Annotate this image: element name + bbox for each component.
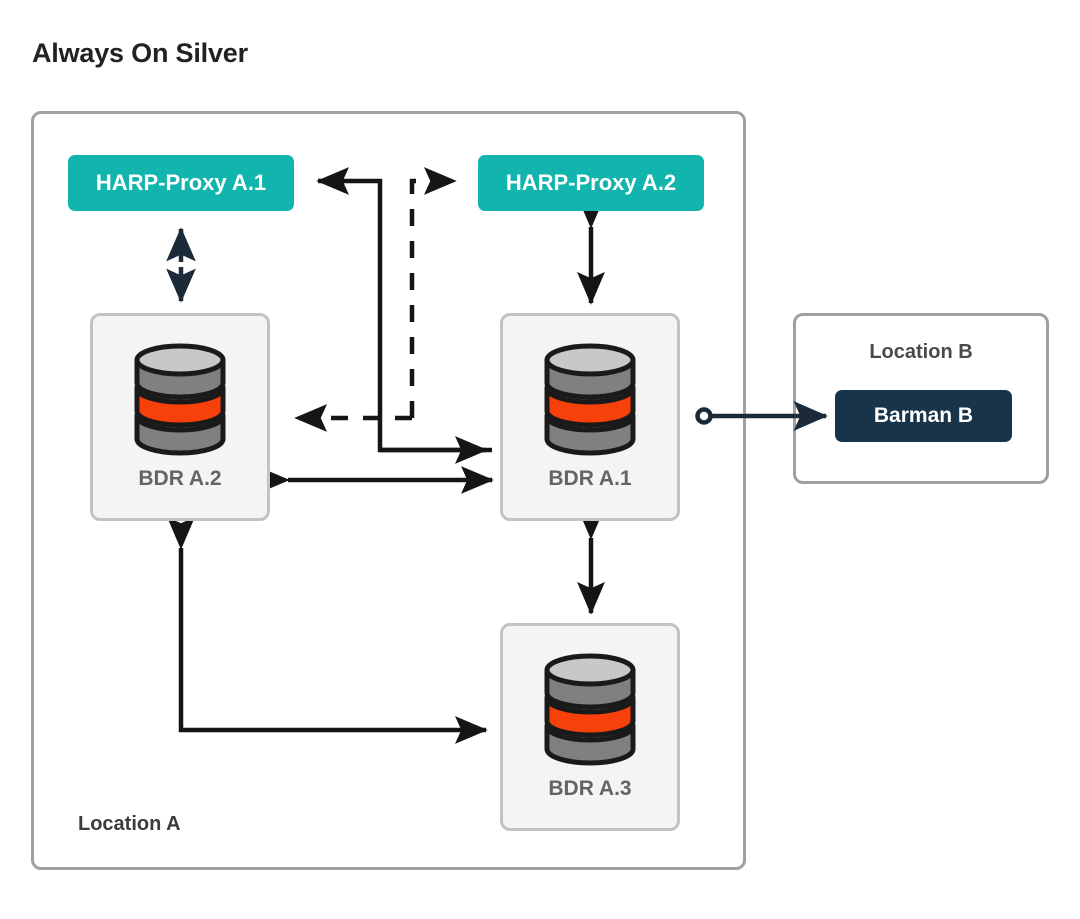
database-cylinder-icon: [538, 646, 642, 771]
database-cylinder-icon: [538, 336, 642, 461]
bdr-a3-label: BDR A.3: [548, 777, 632, 800]
location-b-label: Location B: [869, 341, 973, 363]
harp-proxy-a1-node[interactable]: HARP-Proxy A.1: [68, 155, 294, 211]
bdr-a1-label: BDR A.1: [548, 467, 632, 490]
database-cylinder-icon: [128, 336, 232, 461]
bdr-a1-node[interactable]: BDR A.1: [500, 313, 680, 521]
bdr-a3-node[interactable]: BDR A.3: [500, 623, 680, 831]
barman-b-node[interactable]: Barman B: [835, 390, 1012, 442]
harp-proxy-a1-label: HARP-Proxy A.1: [95, 170, 267, 195]
page-title: Always On Silver: [32, 38, 248, 68]
bdr-a2-label: BDR A.2: [138, 467, 222, 490]
bdr-a2-node[interactable]: BDR A.2: [90, 313, 270, 521]
location-a-label: Location A: [78, 813, 181, 835]
barman-b-label: Barman B: [873, 404, 974, 427]
harp-proxy-a2-label: HARP-Proxy A.2: [505, 170, 677, 195]
harp-proxy-a2-node[interactable]: HARP-Proxy A.2: [478, 155, 704, 211]
